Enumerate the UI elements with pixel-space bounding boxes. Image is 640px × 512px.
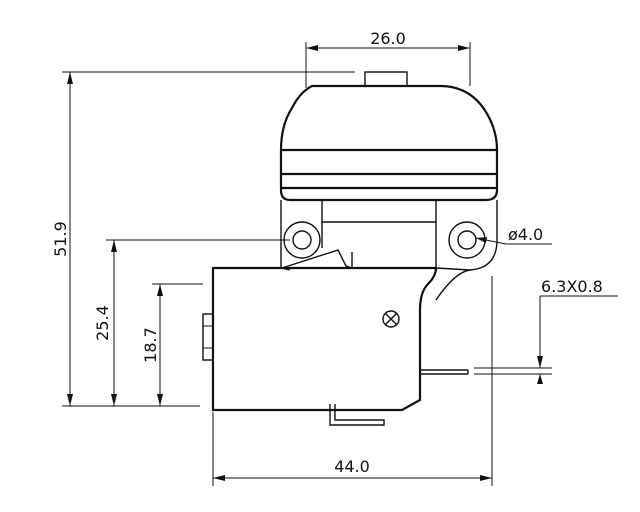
body-outline (211, 266, 438, 412)
left-mount-hole (292, 230, 312, 250)
cross-circle-icon (382, 310, 400, 328)
dimension-body-height: 18.7 (141, 283, 203, 406)
body-top-right (435, 267, 471, 271)
dim-body-height-label: 18.7 (141, 327, 160, 363)
dim-overall-width-label: 44.0 (334, 457, 370, 476)
flange-inner-cutout (321, 200, 437, 223)
bottom-terminal (329, 404, 385, 426)
flange-right-edge (469, 200, 498, 271)
top-cap (279, 71, 499, 202)
cap-outline (279, 84, 499, 202)
dim-top-width-label: 26.0 (370, 29, 406, 48)
dimension-overall-height: 51.9 (51, 71, 355, 407)
switch-body (202, 266, 471, 426)
right-mount-ear (448, 221, 486, 259)
dimension-top-width: 26.0 (305, 29, 471, 88)
flange-left-edge (280, 200, 291, 271)
lever (281, 249, 353, 269)
side-boss (202, 313, 214, 361)
dim-hole-diameter-label: ø4.0 (508, 225, 543, 244)
dim-overall-height-label: 51.9 (51, 221, 70, 257)
right-mount-hole (457, 230, 477, 250)
body-shoulder (435, 269, 471, 301)
lever-outline (281, 249, 353, 269)
dimension-overall-width: 44.0 (212, 276, 493, 486)
dim-terminal-size-label: 6.3X0.8 (541, 277, 603, 296)
mounting-flange (280, 200, 498, 271)
dimension-hole-diameter: ø4.0 (475, 225, 552, 245)
dim-mount-height-label: 25.4 (93, 305, 112, 341)
actuator-button (364, 71, 408, 87)
dimension-mount-height: 25.4 (93, 239, 290, 406)
dimension-terminal-size: 6.3X0.8 (474, 277, 618, 384)
